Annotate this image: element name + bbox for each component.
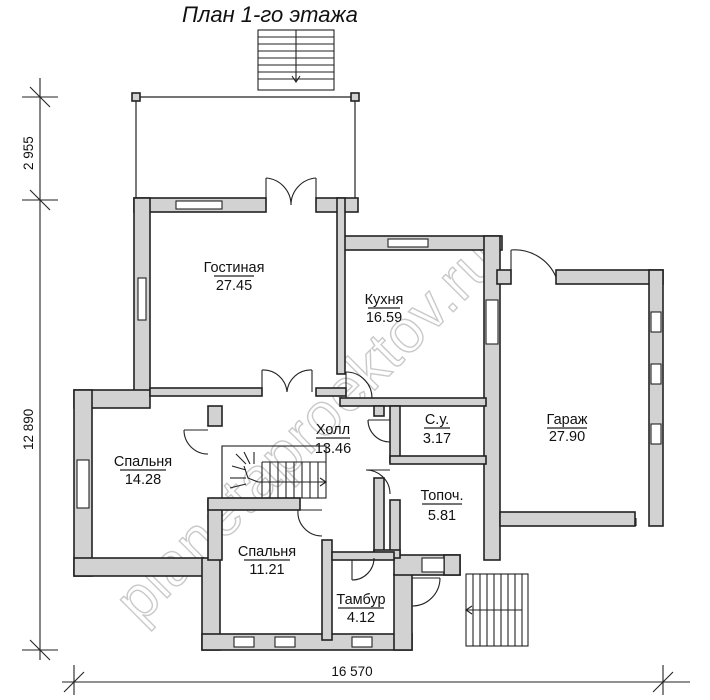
room-name-bathroom: С.у. (425, 412, 449, 428)
windows (76, 200, 662, 648)
room-name-boiler: Топоч. (421, 488, 464, 504)
room-area-living: 27.45 (216, 278, 252, 294)
room-area-boiler: 5.81 (428, 508, 456, 524)
bottom-entrance-stair (465, 573, 529, 647)
doors (183, 177, 637, 607)
top-entrance-stair (257, 29, 335, 91)
room-area-hall: 13.46 (315, 441, 351, 457)
dimensions: 2 955 12 890 16 570 (21, 78, 690, 695)
room-area-vestibule: 4.12 (347, 610, 375, 626)
dim-total-depth: 12 890 (21, 409, 36, 450)
room-area-garage: 27.90 (549, 429, 585, 445)
room-name-living: Гостиная (204, 260, 265, 276)
dim-terrace-depth: 2 955 (21, 136, 36, 170)
room-name-hall: Холл (316, 422, 350, 438)
room-area-kitchen: 16.59 (366, 310, 402, 326)
plan-title: План 1-го этажа (182, 2, 358, 27)
dim-total-width: 16 570 (331, 664, 372, 679)
room-name-garage: Гараж (547, 412, 588, 428)
room-name-bedroom-1: Спальня (114, 454, 172, 470)
room-area-bathroom: 3.17 (423, 431, 451, 447)
room-name-kitchen: Кухня (365, 292, 404, 308)
room-labels: Гостиная 27.45 Кухня 16.59 Гараж 27.90 Х… (114, 260, 588, 626)
interior-stair (221, 445, 327, 499)
room-area-bedroom-1: 14.28 (125, 472, 161, 488)
room-name-vestibule: Тамбур (336, 592, 385, 608)
room-area-bedroom-2: 11.21 (249, 562, 284, 578)
room-name-bedroom-2: Спальня (238, 544, 296, 560)
terrace (131, 92, 360, 200)
